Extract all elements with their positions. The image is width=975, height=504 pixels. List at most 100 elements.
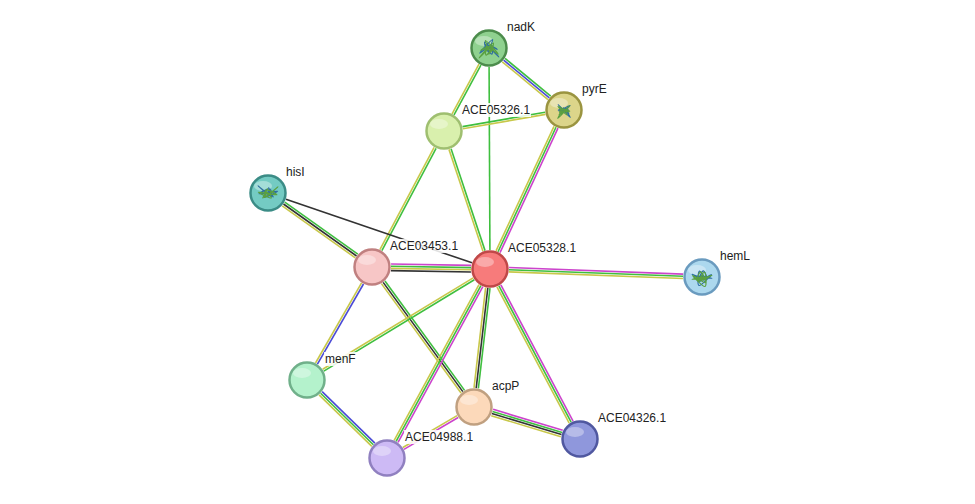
node-circle — [561, 420, 599, 458]
node-label: acpP — [491, 379, 520, 393]
structure-sketch — [558, 105, 570, 118]
node-circle — [288, 361, 326, 399]
interaction-edge — [323, 278, 475, 371]
interaction-edge — [496, 126, 558, 252]
node-disc — [290, 363, 325, 398]
evidence-line — [488, 67, 490, 250]
node-circle — [368, 439, 406, 477]
structure-sketch — [692, 271, 712, 286]
node-disc — [251, 176, 286, 211]
node-circle — [353, 248, 391, 286]
node-circle — [425, 112, 463, 150]
node-label: ACE04988.1 — [404, 430, 474, 444]
node-disc — [685, 260, 720, 295]
node-label: pyrE — [581, 82, 608, 96]
protein-node: nadK — [470, 29, 508, 67]
structure-sketch — [479, 41, 498, 58]
node-gloss — [566, 427, 584, 437]
protein-node: ACE03453.1 — [353, 248, 391, 286]
interaction-edge — [502, 58, 551, 99]
node-disc — [370, 441, 405, 476]
structure-sketch — [692, 272, 712, 287]
protein-node: ACE05328.1 — [471, 250, 509, 288]
evidence-line — [449, 149, 483, 251]
interaction-edge — [319, 392, 375, 447]
evidence-line — [497, 287, 569, 423]
node-gloss — [293, 368, 311, 378]
evidence-line — [474, 288, 486, 388]
protein-node: hemL — [683, 258, 721, 296]
node-gloss — [373, 446, 391, 456]
interaction-edge — [380, 147, 436, 250]
node-circle — [545, 91, 583, 129]
node-label: ACE05328.1 — [507, 241, 577, 255]
evidence-line — [323, 278, 474, 369]
evidence-line — [282, 206, 355, 258]
evidence-line — [285, 202, 358, 254]
protein-node: acpP — [455, 388, 493, 426]
interaction-edge — [509, 268, 683, 279]
evidence-line — [504, 60, 550, 98]
interaction-edge — [489, 67, 491, 250]
node-label: hemL — [719, 249, 751, 263]
evidence-line — [500, 128, 558, 253]
node-circle — [683, 258, 721, 296]
protein-node: menF — [288, 361, 326, 399]
evidence-line — [496, 126, 554, 251]
structure-sketch — [258, 186, 278, 197]
structure-sketch — [258, 187, 278, 198]
node-gloss — [460, 395, 478, 405]
evidence-line — [391, 271, 471, 272]
node-circle — [471, 250, 509, 288]
evidence-line — [509, 272, 683, 279]
evidence-line — [391, 264, 471, 265]
node-label: ACE04326.1 — [597, 411, 667, 425]
evidence-line — [492, 414, 562, 435]
node-disc — [563, 422, 598, 457]
interaction-edge — [474, 288, 490, 389]
protein-node: hisI — [249, 174, 287, 212]
interaction-edge — [391, 264, 471, 272]
node-label: hisI — [285, 165, 306, 179]
evidence-line — [499, 286, 571, 422]
evidence-line — [385, 281, 465, 390]
evidence-line — [322, 392, 375, 443]
node-disc — [427, 114, 462, 149]
node-disc — [355, 250, 390, 285]
structure-sketch — [558, 106, 570, 119]
evidence-line — [391, 268, 471, 269]
interaction-edge — [491, 409, 563, 436]
evidence-line — [316, 283, 362, 363]
node-gloss — [476, 257, 494, 267]
protein-node: pyrE — [545, 91, 583, 129]
node-disc — [457, 390, 492, 425]
evidence-line — [498, 127, 556, 252]
node-circle — [470, 29, 508, 67]
protein-node: ACE04326.1 — [561, 420, 599, 458]
interaction-edge — [449, 149, 485, 252]
interaction-edge — [497, 285, 573, 423]
evidence-line — [283, 204, 356, 256]
node-label: menF — [324, 352, 357, 366]
node-label: nadK — [506, 20, 536, 34]
evidence-line — [476, 288, 488, 388]
node-disc — [472, 31, 507, 66]
node-gloss — [358, 255, 376, 265]
node-disc — [473, 252, 508, 287]
structure-sketch — [480, 40, 499, 57]
node-disc — [547, 93, 582, 128]
evidence-line — [451, 149, 485, 251]
evidence-line — [493, 411, 563, 432]
protein-node: ACE04988.1 — [368, 439, 406, 477]
evidence-line — [319, 395, 372, 446]
evidence-line — [502, 62, 548, 100]
evidence-line — [491, 416, 561, 437]
evidence-line — [391, 266, 471, 267]
evidence-line — [321, 393, 374, 444]
node-label: ACE05326.1 — [461, 103, 531, 117]
node-circle — [249, 174, 287, 212]
evidence-line — [505, 58, 551, 96]
node-label: ACE03453.1 — [389, 239, 459, 253]
node-gloss — [430, 119, 448, 129]
